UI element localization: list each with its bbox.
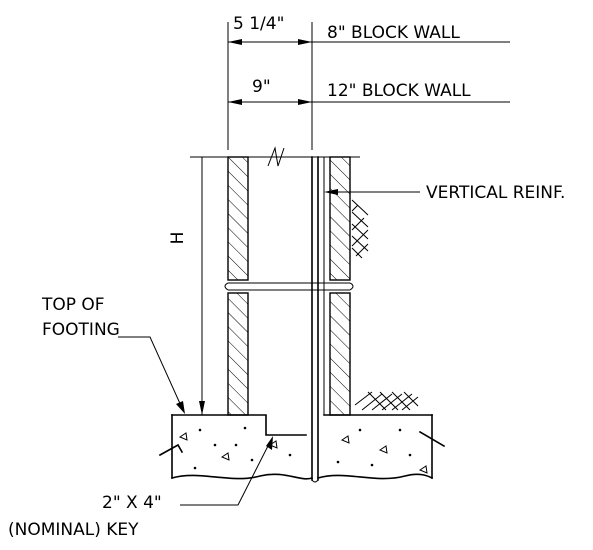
arrowhead (298, 99, 312, 105)
dimension-bottom-label: 12" BLOCK WALL (327, 81, 471, 101)
key-label-line1: 2" X 4" (102, 493, 162, 513)
key-label-line2: (NOMINAL) KEY (8, 520, 139, 540)
dimension-bottom-value: 9" (252, 77, 271, 97)
arrowhead (228, 99, 242, 105)
soil-hatch-ground (354, 391, 419, 411)
height-label: H (168, 232, 188, 245)
vertical-reinf-label: VERTICAL REINF. (426, 183, 565, 203)
wall-shell-right-lower (329, 292, 351, 416)
arrowhead (298, 39, 312, 45)
wall-shell-left-lower (227, 292, 249, 416)
dimension-group: 5 1/4" 8" BLOCK WALL 9" 12" BLOCK WALL (227, 14, 510, 150)
concrete-footing (158, 414, 446, 480)
block-wall (224, 156, 354, 483)
concrete-aggregate (178, 426, 428, 474)
top-of-footing-label-line2: FOOTING (42, 320, 120, 340)
wall-shell-right-upper (329, 156, 351, 281)
arrowhead (228, 39, 242, 45)
top-of-footing-label-line1: TOP OF (41, 295, 105, 315)
vertical-reinf-leader: VERTICAL REINF. (324, 183, 565, 203)
top-of-footing-leader: TOP OF FOOTING (41, 295, 185, 414)
dimension-top-value: 5 1/4" (233, 14, 284, 34)
wall-shell-left-upper (227, 156, 249, 281)
soil-hatch-upper (351, 199, 369, 259)
key-leader: 2" X 4" (NOMINAL) KEY (8, 436, 273, 540)
height-dimension: H (168, 157, 205, 415)
dimension-top-label: 8" BLOCK WALL (327, 23, 460, 43)
